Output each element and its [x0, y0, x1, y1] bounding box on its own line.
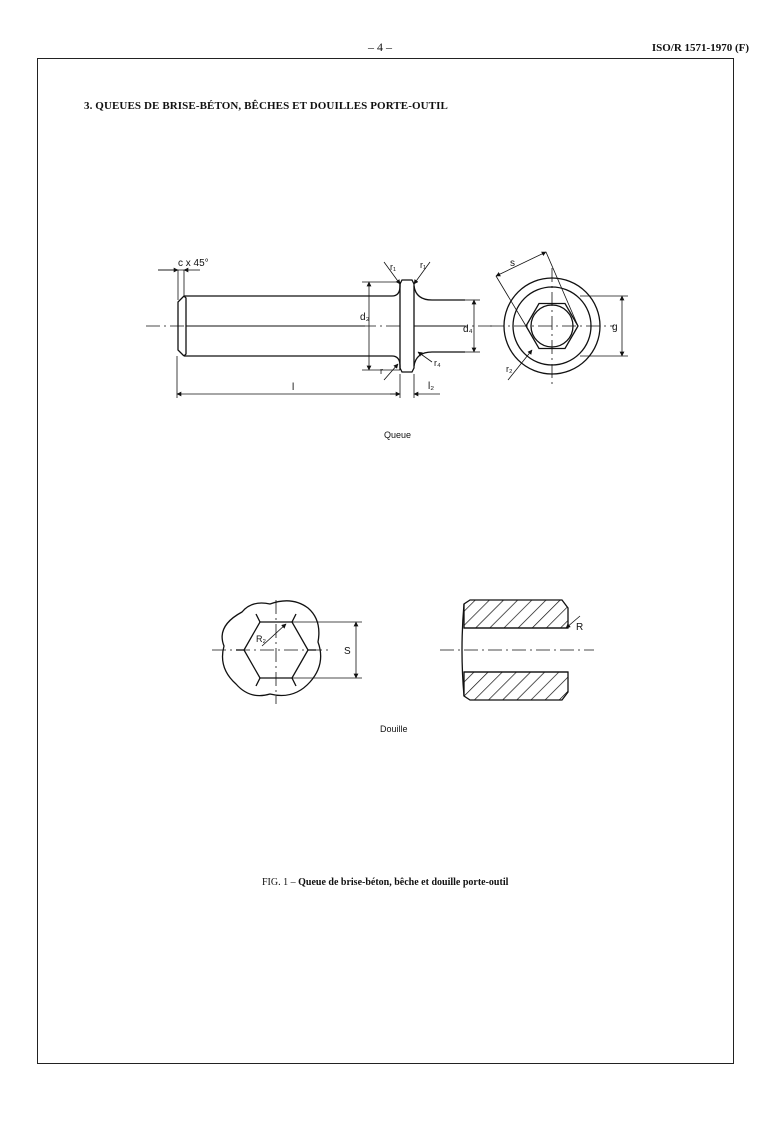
page-number: – 4 –: [368, 40, 392, 54]
socket-longitudinal-section: [440, 599, 594, 701]
r-label: r: [380, 366, 383, 376]
end-view-labels: s g r₂: [506, 258, 618, 374]
g-label: g: [612, 322, 618, 333]
shank-dimensions: [158, 261, 480, 398]
socket-cross-section: [212, 600, 330, 704]
section-heading: 3. QUEUES DE BRISE-BÉTON, BÊCHES ET DOUI…: [84, 100, 448, 112]
page-frame: [37, 58, 734, 1064]
document-reference: ISO/R 1571-1970 (F): [651, 42, 749, 54]
r2-label: r₂: [506, 364, 513, 374]
d3-label: d₃: [360, 312, 370, 323]
d4-label: d₄: [463, 324, 473, 335]
chamfer-label: c x 45°: [178, 258, 209, 269]
s-label: s: [510, 258, 515, 269]
socket-cross-section-dimensions: [261, 621, 362, 679]
shank-side-view: [146, 279, 492, 373]
figure-caption: FIG. 1 – Queue de brise-béton, bêche et …: [262, 877, 508, 888]
r1-label-left: r₁: [390, 262, 396, 272]
socket-cross-section-labels: R₂ S: [256, 634, 351, 657]
queue-caption: Queue: [384, 430, 412, 440]
R2-label: R₂: [256, 634, 266, 644]
figure-caption-title: Queue de brise-béton, bêche et douille p…: [298, 877, 509, 888]
S-label: S: [344, 646, 351, 657]
douille-caption: Douille: [380, 724, 408, 734]
figure-caption-label: FIG. 1 –: [262, 877, 296, 888]
R-label: R: [576, 622, 583, 633]
socket-longitudinal-labels: R: [576, 622, 583, 633]
l-label: l: [292, 382, 294, 393]
r4-label: r₄: [434, 358, 441, 368]
r1-label-right: r₁: [420, 260, 426, 270]
end-view-dimensions: [495, 251, 628, 381]
shank-dimension-labels: c x 45° d₃ d₄ l l₂ r₁ r₁ r₄ r: [178, 258, 473, 393]
l2-label: l₂: [428, 381, 434, 392]
